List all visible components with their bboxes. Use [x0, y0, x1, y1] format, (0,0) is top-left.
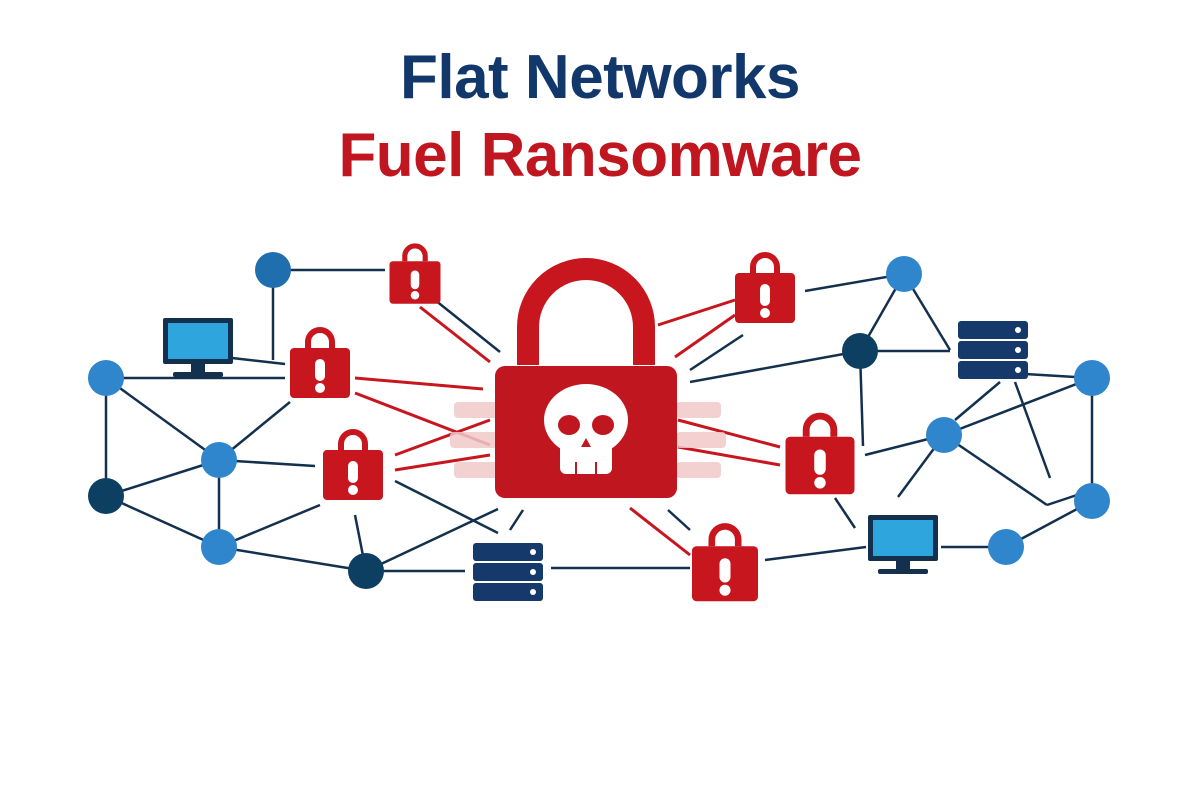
padlock-alert-icon [290, 330, 350, 398]
network-node-icon [88, 478, 124, 514]
server-icon [473, 543, 543, 601]
network-node-icon [255, 252, 291, 288]
glow-bars [450, 402, 726, 478]
padlock-alert-icon [692, 526, 758, 601]
network-node-icon [1074, 360, 1110, 396]
padlock-skull-icon [495, 258, 677, 498]
attack-links [354, 298, 781, 557]
padlock-alert-icon [390, 246, 441, 304]
network-node-icon [886, 256, 922, 292]
padlock-alert-icon [323, 432, 383, 500]
network-node-icon [201, 529, 237, 565]
server-icon [958, 321, 1028, 379]
network-nodes [88, 252, 1110, 589]
network-links [104, 268, 1094, 573]
title-line-2: Fuel Ransomware [338, 121, 862, 190]
padlock-alert-icon [786, 416, 855, 494]
network-node-icon [1074, 483, 1110, 519]
network-node-icon [842, 333, 878, 369]
network-node-icon [988, 529, 1024, 565]
monitor-icon [163, 318, 233, 377]
title-line-1: Flat Networks [399, 43, 801, 112]
network-node-icon [88, 360, 124, 396]
padlock-alert-icon [735, 255, 795, 323]
network-node-icon [201, 442, 237, 478]
network-node-icon [348, 553, 384, 589]
monitor-icon [868, 515, 938, 574]
network-node-icon [926, 417, 962, 453]
